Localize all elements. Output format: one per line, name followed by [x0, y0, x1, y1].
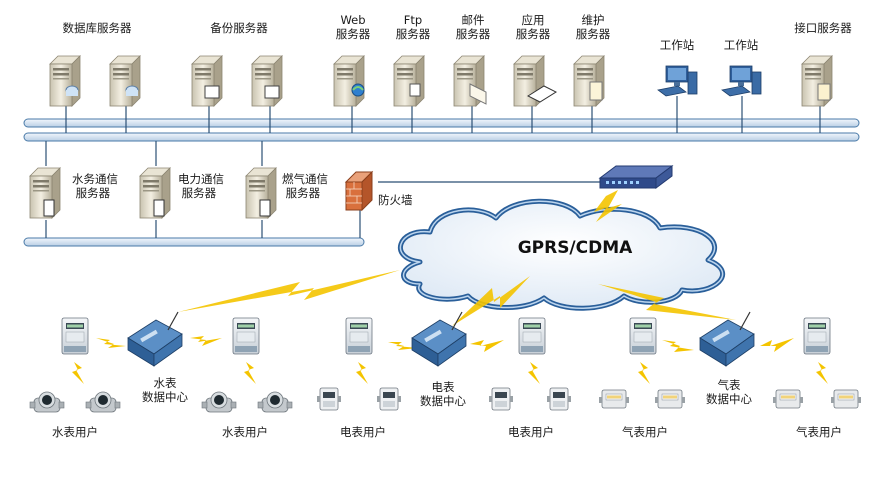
label-gas-dc: 气表数据中心 [706, 378, 752, 406]
server-mail [453, 55, 487, 107]
label-maint-server: 维护服务器 [575, 13, 611, 41]
server-backup-1 [191, 55, 223, 107]
label-user-water-2: 水表用户 [222, 425, 268, 439]
label-cloud: GPRS/CDMA [517, 238, 633, 258]
server-maint [573, 55, 605, 107]
wireless-links [178, 190, 736, 326]
label-user-gas-2: 气表用户 [796, 425, 842, 439]
server-ftp [393, 55, 425, 107]
server-db-1 [49, 55, 81, 107]
meter-6 [803, 317, 831, 355]
server-app [513, 55, 558, 107]
workstation-1 [657, 65, 698, 97]
label-app-server: 应用服务器 [515, 13, 551, 41]
bolt-power [452, 276, 530, 326]
comm-drop-lines [45, 181, 600, 238]
label-interface-server: 接口服务器 [794, 21, 852, 35]
gprs-cdma-cloud [397, 198, 725, 311]
bolt-router [594, 190, 622, 222]
label-gas-comm: 燃气通信 服务器 [282, 172, 328, 200]
label-water-dc: 水表数据中心 [142, 376, 188, 404]
data-center-power [411, 311, 467, 367]
label-mail-server: 邮件服务器 [455, 13, 491, 41]
label-firewall: 防火墙 [378, 193, 413, 207]
bolt-gas [598, 284, 736, 320]
top-drop-lines [45, 96, 821, 166]
server-backup-2 [251, 55, 283, 107]
label-db-server: 数据库服务器 [62, 21, 132, 35]
label-power-comm: 电力通信 服务器 [178, 172, 224, 200]
data-center-water [127, 311, 183, 367]
label-user-water-1: 水表用户 [52, 425, 98, 439]
meter-1 [61, 317, 89, 355]
local-links [72, 336, 828, 384]
label-user-gas-1: 气表用户 [622, 425, 668, 439]
server-power-comm [139, 167, 171, 219]
server-water-comm [29, 167, 61, 219]
router-device [598, 165, 674, 189]
label-workstation-1: 工作站 [659, 38, 695, 52]
label-user-power-2: 电表用户 [508, 425, 554, 439]
server-interface [801, 55, 833, 107]
meter-4 [518, 317, 546, 355]
label-backup-server: 备份服务器 [210, 21, 268, 35]
server-db-2 [109, 55, 141, 107]
label-workstation-2: 工作站 [723, 38, 759, 52]
firewall [344, 170, 374, 212]
label-power-dc: 电表数据中心 [420, 380, 466, 408]
meter-5 [629, 317, 657, 355]
top-network-bus [23, 118, 860, 142]
comm-network-bus [23, 237, 365, 247]
server-web [333, 55, 365, 107]
meter-2 [232, 317, 260, 355]
server-gas-comm [245, 167, 277, 219]
bolt-water [178, 270, 400, 312]
label-water-comm: 水务通信 服务器 [72, 172, 118, 200]
label-user-power-1: 电表用户 [340, 425, 386, 439]
meter-3 [345, 317, 373, 355]
workstation-2 [721, 65, 762, 97]
data-center-gas [699, 311, 755, 367]
